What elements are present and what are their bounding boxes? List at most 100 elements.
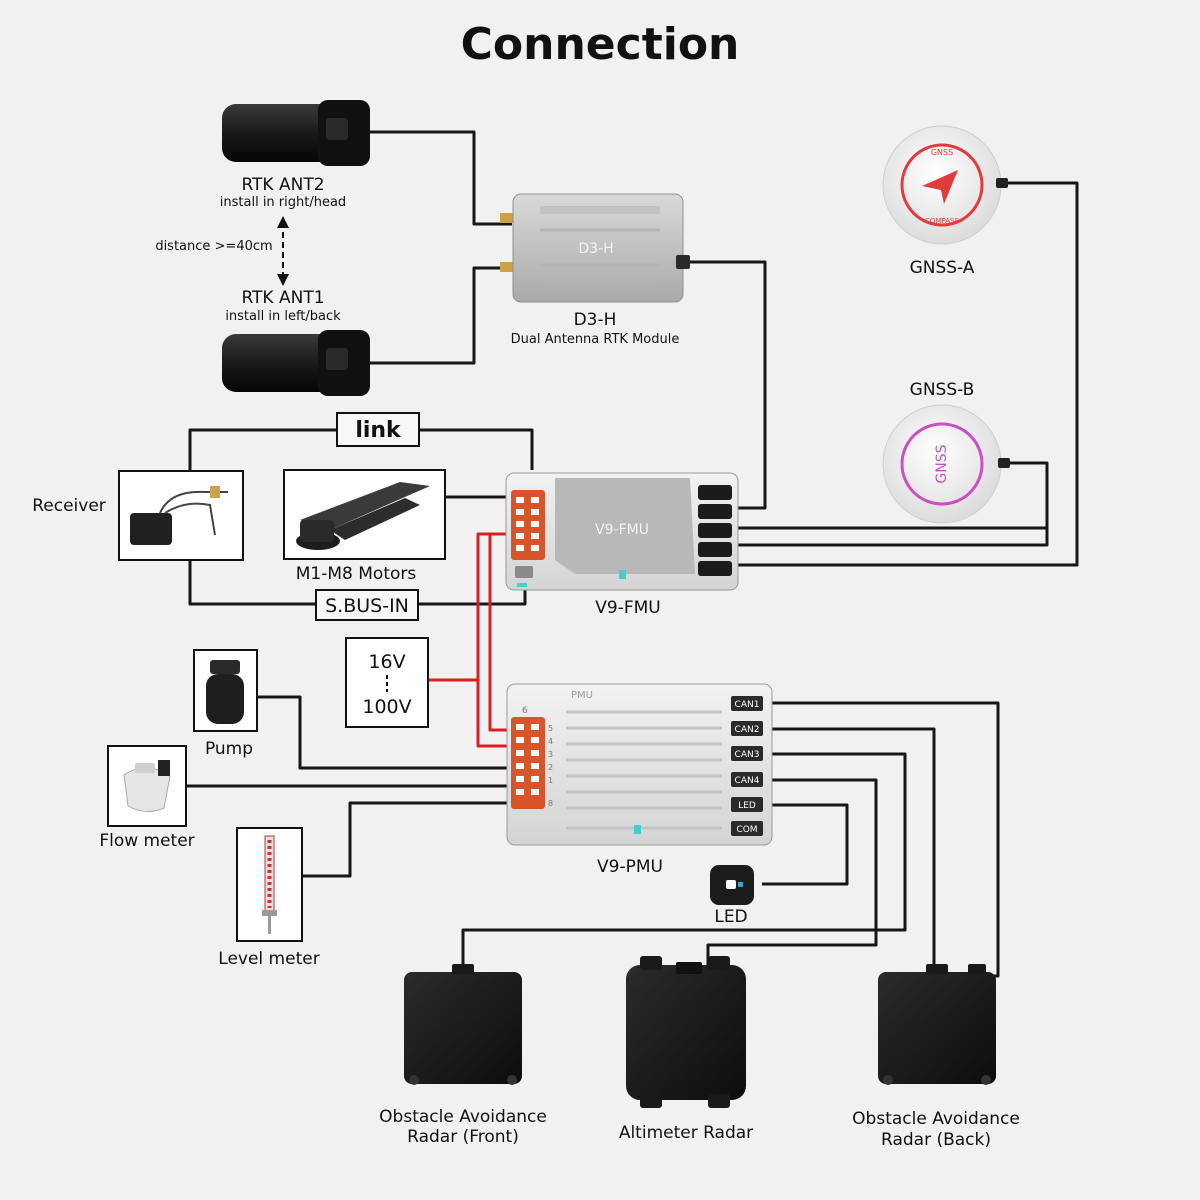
level-meter-device	[236, 827, 303, 942]
pmu-label: V9-PMU	[597, 857, 663, 877]
pmu-grooves	[566, 710, 722, 830]
pmu-port-can1	[731, 696, 763, 711]
wire-pump-pmu	[258, 695, 508, 770]
radar-front-plug	[452, 964, 474, 974]
pmu-pin-number: 5	[548, 724, 553, 733]
radar-front-mount	[507, 1075, 517, 1085]
receiver-antenna-wire	[164, 502, 216, 536]
sbus-box-frame	[315, 589, 419, 621]
gnss-a-ring	[900, 143, 984, 227]
pmu-port-can2-label: CAN2	[735, 725, 760, 735]
wire-can3-radar-front	[461, 752, 907, 977]
wire-ant2-d3h	[368, 130, 512, 226]
wires	[186, 130, 1079, 978]
fmu-device-text: V9-FMU	[595, 522, 649, 538]
pmu-port-can3	[731, 746, 763, 761]
radar-front-body	[404, 972, 522, 1084]
receiver-box-icon	[130, 513, 172, 545]
gnss-a-label: GNSS-A	[910, 258, 975, 278]
pump-body-icon	[206, 674, 244, 724]
fmu-usb-port-icon	[515, 566, 533, 578]
altimeter-device	[626, 956, 746, 1108]
wire-d3h-fmu	[682, 260, 767, 510]
motor-arm-icon	[300, 482, 430, 530]
rtk-ant2-note: install in right/head	[220, 195, 346, 210]
level-meter-label: Level meter	[218, 949, 319, 969]
receiver-antenna-tip	[210, 486, 220, 498]
wire-led	[762, 803, 849, 886]
fmu-port-2	[698, 504, 732, 519]
motors-label: M1-M8 Motors	[296, 564, 417, 584]
compass-arrow-icon	[922, 170, 958, 204]
wire-gnss-a-fmu	[738, 181, 1079, 567]
gnss-b-label: GNSS-B	[910, 380, 975, 400]
gnss-b-cable-plug	[998, 458, 1010, 468]
distance-note: distance >=40cm	[155, 239, 272, 254]
pmu-device-text: PMU	[571, 690, 593, 701]
fmu-status-led	[619, 570, 626, 579]
led-dot-icon	[738, 882, 743, 887]
d3h-description: Dual Antenna RTK Module	[511, 332, 680, 347]
pmu-port-can1-label: CAN1	[735, 700, 760, 710]
wire-power-c	[488, 534, 508, 732]
altimeter-mount-top	[640, 956, 662, 970]
radar-back-plug	[968, 964, 986, 974]
pmu-port-com	[731, 821, 763, 836]
altimeter-mount-bottom	[708, 1094, 730, 1108]
wire-can4-altimeter	[706, 778, 878, 966]
radar-back-plug	[926, 964, 948, 974]
link-label: link	[355, 418, 402, 443]
d3h-device-text: D3-H	[578, 241, 613, 257]
voltage-bottom: 100V	[362, 696, 411, 718]
d3h-device: D3-H	[500, 193, 690, 303]
wire-gnss-b-fmu	[738, 461, 1049, 547]
rtk-ant1-note: install in left/back	[225, 309, 341, 324]
fmu-label: V9-FMU	[595, 598, 660, 618]
wire-ant1-d3h	[368, 266, 512, 365]
wire-level-pmu	[302, 801, 508, 878]
flow-meter-top-icon	[135, 763, 155, 773]
motors-device	[283, 469, 446, 560]
d3h-body	[512, 193, 684, 303]
page-title: Connection	[461, 19, 740, 70]
gnss-a-device: GNSS COMPASS	[882, 125, 1008, 245]
pmu-connector-pins	[516, 724, 539, 795]
gnss-b-ring	[900, 422, 984, 506]
pump-device	[193, 649, 258, 732]
led-light-icon	[726, 880, 736, 889]
sma-connector-top-icon	[500, 213, 514, 223]
gnss-a-cable-plug	[996, 178, 1008, 188]
rtk-ant1-label: RTK ANT1	[241, 288, 324, 308]
pmu-port-com-label: COM	[736, 825, 757, 835]
pmu-device: PMU 6 5 4 3 2 1 8	[506, 683, 773, 846]
fmu-connector-pins	[516, 497, 539, 551]
radar-back-line1: Obstacle Avoidance	[852, 1109, 1020, 1129]
wire-power-a	[428, 532, 508, 682]
radar-front-line2: Radar (Front)	[407, 1127, 519, 1147]
sbus-box: S.BUS-IN	[315, 589, 419, 621]
fmu-side-ports	[698, 485, 732, 576]
rtk-ant2-label: RTK ANT2	[241, 175, 324, 195]
pmu-port-can2	[731, 721, 763, 736]
distance-arrow	[277, 216, 289, 286]
pmu-pin-number: 3	[548, 750, 553, 759]
radar-back-device	[878, 964, 996, 1085]
pmu-pin-number: 2	[548, 763, 553, 772]
fmu-status-led-2	[517, 583, 527, 587]
radar-front-mount	[409, 1075, 419, 1085]
pmu-port-can4	[731, 772, 763, 787]
voltage-box: 16V 100V	[345, 637, 429, 728]
flow-meter-device	[107, 745, 187, 827]
wire-can1-radar-back	[772, 701, 1000, 978]
fmu-port-5	[698, 561, 732, 576]
altimeter-body	[626, 965, 746, 1100]
link-box-frame	[336, 412, 420, 447]
altimeter-label: Altimeter Radar	[619, 1123, 753, 1143]
motor-arm-icon	[330, 498, 420, 540]
radar-back-mount	[981, 1075, 991, 1085]
pmu-pin-number: 4	[548, 737, 553, 746]
pmu-pin-numbers: 6 5 4 3 2 1 8	[522, 706, 553, 808]
rtk-ant2-device	[222, 100, 370, 166]
voltage-top: 16V	[368, 651, 405, 673]
